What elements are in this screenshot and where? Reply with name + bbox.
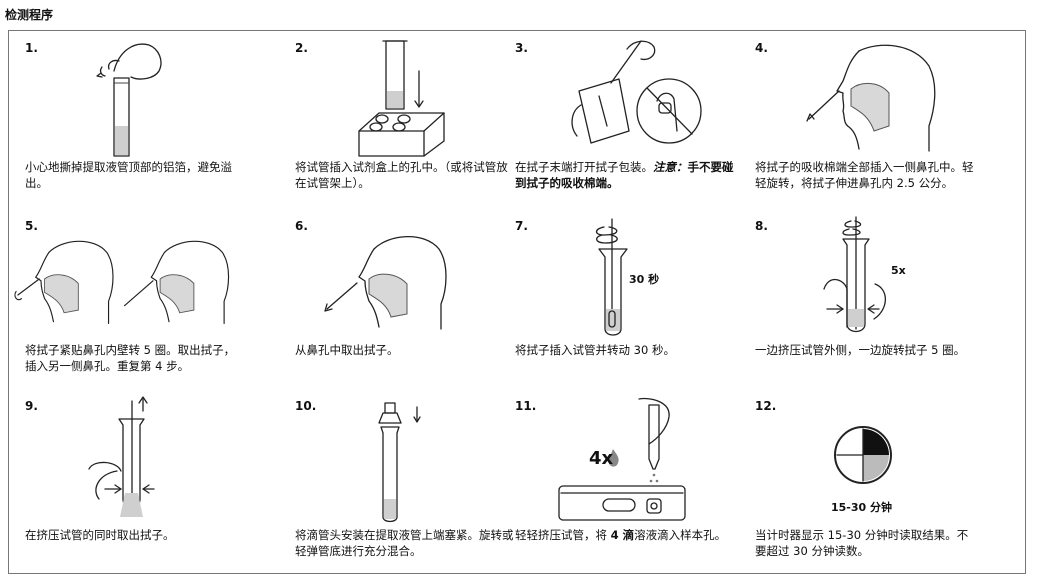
page-title: 检测程序 xyxy=(5,8,54,22)
caption-note-label: 注意： xyxy=(653,160,688,174)
step-caption: 将拭子插入试管并转动 30 秒。 xyxy=(515,343,675,357)
remove-swab-illustration xyxy=(324,236,447,330)
attach-dropper-cap-illustration xyxy=(378,402,421,523)
step-label-time: 30 秒 xyxy=(629,273,660,286)
step-caption: 小心地撕掉提取液管顶部的铝箔，避免溢出。 xyxy=(25,160,232,190)
step-number: 8. xyxy=(755,219,768,233)
step-number: 10. xyxy=(295,399,317,413)
step-caption: 将拭子紧贴鼻孔内壁转 5 圈。取出拭子，插入另一侧鼻孔。重复第 4 步。 xyxy=(25,343,236,373)
step-number: 11. xyxy=(515,399,537,413)
caption-text: 在拭子末端打开拭子包装。 xyxy=(515,160,653,174)
step-label-drops: 4x xyxy=(589,448,614,469)
step-5: 5. 将拭子紧贴鼻孔内壁转 5 圈。取出拭子，插入另一侧鼻孔。重复第 4 步。 xyxy=(9,209,249,389)
step-caption: 将试管插入试剂盒上的孔中。（或将试管放在试管架上）。 xyxy=(295,160,508,190)
timer-label: 15-30 分钟 xyxy=(831,501,893,514)
step-number: 4. xyxy=(755,41,768,55)
remove-swab-squeezing-illustration xyxy=(88,396,155,517)
squeeze-tube-rotate-illustration xyxy=(823,216,887,333)
step-number: 2. xyxy=(295,41,308,55)
step-number: 5. xyxy=(25,219,38,233)
step-9: 9. 在挤压试管的同时取出拭子。 xyxy=(9,389,249,569)
step-caption: 一边挤压试管外侧，一边旋转拭子 5 圈。 xyxy=(755,343,966,357)
add-drops-to-cassette-illustration xyxy=(558,397,686,521)
step-caption: 在拭子末端打开拭子包装。注意：手不要碰到拭子的吸收棉端。 xyxy=(515,159,735,191)
step-caption: 将滴管头安装在提取液管上端塞紧。旋转或轻弹管底进行充分混合。 xyxy=(295,528,514,558)
step-label-count: 5x xyxy=(891,264,906,277)
nostril-insert-illustration xyxy=(806,44,936,152)
step-7: 7. 30 秒 将拭子插入试管并转动 30 秒。 xyxy=(499,209,739,389)
caption-text-end: 溶液滴入样本孔。 xyxy=(634,528,727,542)
step-caption: 轻轻挤压试管，将 4 滴溶液滴入样本孔。 xyxy=(515,527,735,543)
open-swab-illustration xyxy=(571,40,702,144)
step-caption: 当计时器显示 15-30 分钟时读取结果。不要超过 30 分钟读数。 xyxy=(755,528,969,558)
rotate-swab-both-nostrils-illustration xyxy=(14,240,230,325)
step-number: 7. xyxy=(515,219,528,233)
step-caption: 从鼻孔中取出拭子。 xyxy=(295,343,399,357)
step-6: 6. 从鼻孔中取出拭子。 xyxy=(279,209,519,389)
peel-foil-illustration xyxy=(96,43,162,157)
step-number: 6. xyxy=(295,219,308,233)
procedure-frame: 1. 小心地撕掉提取液管顶部的铝箔，避免溢出。 2. xyxy=(8,30,1026,574)
step-number: 9. xyxy=(25,399,38,413)
timer-icon xyxy=(834,426,892,484)
step-number: 12. xyxy=(755,399,777,413)
step-number: 3. xyxy=(515,41,528,55)
step-caption: 将拭子的吸收棉端全部插入一侧鼻孔中。轻轻旋转，将拭子伸进鼻孔内 2.5 公分。 xyxy=(755,160,974,190)
step-12: 12. 15-30 分钟 当计时器显示 15-30 分钟时读取结果。不要超过 3… xyxy=(739,389,979,569)
caption-text: 轻轻挤压试管，将 xyxy=(515,528,611,542)
step-10: 10. 将滴管头安装在提取液管上端塞紧。旋转或轻弹管底进行充分混合。 xyxy=(279,389,519,569)
step-3: 3. 在拭子末端打开拭子包装。注意：手不要碰到拭子的吸收棉端。 xyxy=(499,31,739,211)
step-number: 1. xyxy=(25,41,38,55)
step-caption: 在挤压试管的同时取出拭子。 xyxy=(25,528,175,542)
caption-drops: 4 滴 xyxy=(610,528,635,542)
step-4: 4. 将拭子的吸收棉端全部插入一侧鼻孔中。轻轻旋转，将拭子伸进鼻孔内 2.5 公… xyxy=(739,31,979,211)
step-1: 1. 小心地撕掉提取液管顶部的铝箔，避免溢出。 xyxy=(9,31,249,211)
step-2: 2. 将试管插入试剂盒上的孔中。（或将试管放在试管架上）。 xyxy=(279,31,519,211)
step-8: 8. 5x 一边挤压试管外侧，一边旋转拭子 5 圈。 xyxy=(739,209,979,389)
step-11: 11. 4x 轻轻挤压试管，将 4 滴溶液滴入样本孔。 xyxy=(499,389,739,569)
caption-warning: 手不要碰到拭子的吸收棉端。 xyxy=(515,160,734,190)
swirl-swab-in-tube-illustration xyxy=(595,218,628,336)
insert-tube-illustration xyxy=(358,40,445,157)
